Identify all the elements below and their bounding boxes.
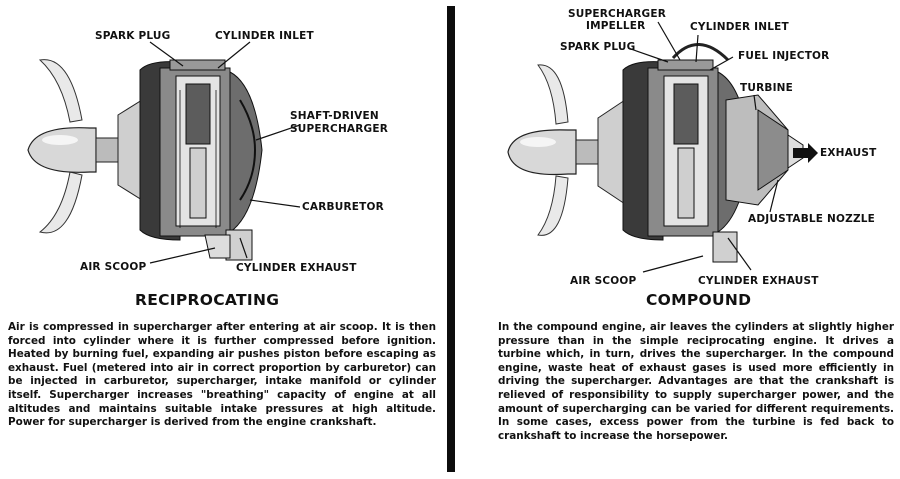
shaft-driven-label: SHAFT-DRIVEN	[290, 110, 379, 122]
propeller-icon	[507, 64, 577, 236]
carburetor-label: CARBURETOR	[302, 201, 384, 213]
engine-body-icon	[95, 59, 263, 261]
exhaust-arrow-icon	[793, 143, 818, 163]
cylinder-inlet-label: CYLINDER INLET	[690, 21, 789, 33]
air-scoop-label: AIR SCOOP	[80, 261, 147, 273]
reciprocating-panel: SPARK PLUG CYLINDER INLET SHAFT-DRIVEN S…	[0, 0, 446, 479]
center-divider	[447, 6, 455, 472]
spark-plug-label: SPARK PLUG	[95, 30, 171, 42]
compound-panel: SUPERCHARGER IMPELLER CYLINDER INLET SPA…	[458, 0, 900, 479]
compound-title: COMPOUND	[646, 291, 752, 309]
reciprocating-description: Air is compressed in supercharger after …	[8, 321, 436, 429]
supercharger-impeller-label-line2: IMPELLER	[586, 20, 646, 32]
air-scoop-label: AIR SCOOP	[570, 275, 637, 287]
engine-body-icon	[575, 43, 804, 263]
fuel-injector-label: FUEL INJECTOR	[738, 50, 830, 62]
supercharger-impeller-label-line1: SUPERCHARGER	[568, 8, 667, 20]
turbine-label: TURBINE	[740, 82, 794, 94]
reciprocating-engine-illustration	[27, 41, 301, 264]
exhaust-label: EXHAUST	[820, 147, 877, 159]
reciprocating-title: RECIPROCATING	[135, 291, 280, 309]
propeller-icon	[27, 59, 97, 234]
leader-lines	[627, 21, 779, 273]
adjustable-nozzle-label: ADJUSTABLE NOZZLE	[748, 213, 876, 225]
compound-engine-illustration	[507, 21, 818, 273]
cylinder-inlet-label: CYLINDER INLET	[215, 30, 314, 42]
supercharger-label: SUPERCHARGER	[290, 123, 389, 135]
cylinder-exhaust-label: CYLINDER EXHAUST	[236, 262, 357, 274]
spark-plug-label: SPARK PLUG	[560, 41, 636, 53]
cylinder-exhaust-label: CYLINDER EXHAUST	[698, 275, 819, 287]
compound-description: In the compound engine, air leaves the c…	[498, 321, 894, 442]
leader-lines	[149, 41, 301, 264]
